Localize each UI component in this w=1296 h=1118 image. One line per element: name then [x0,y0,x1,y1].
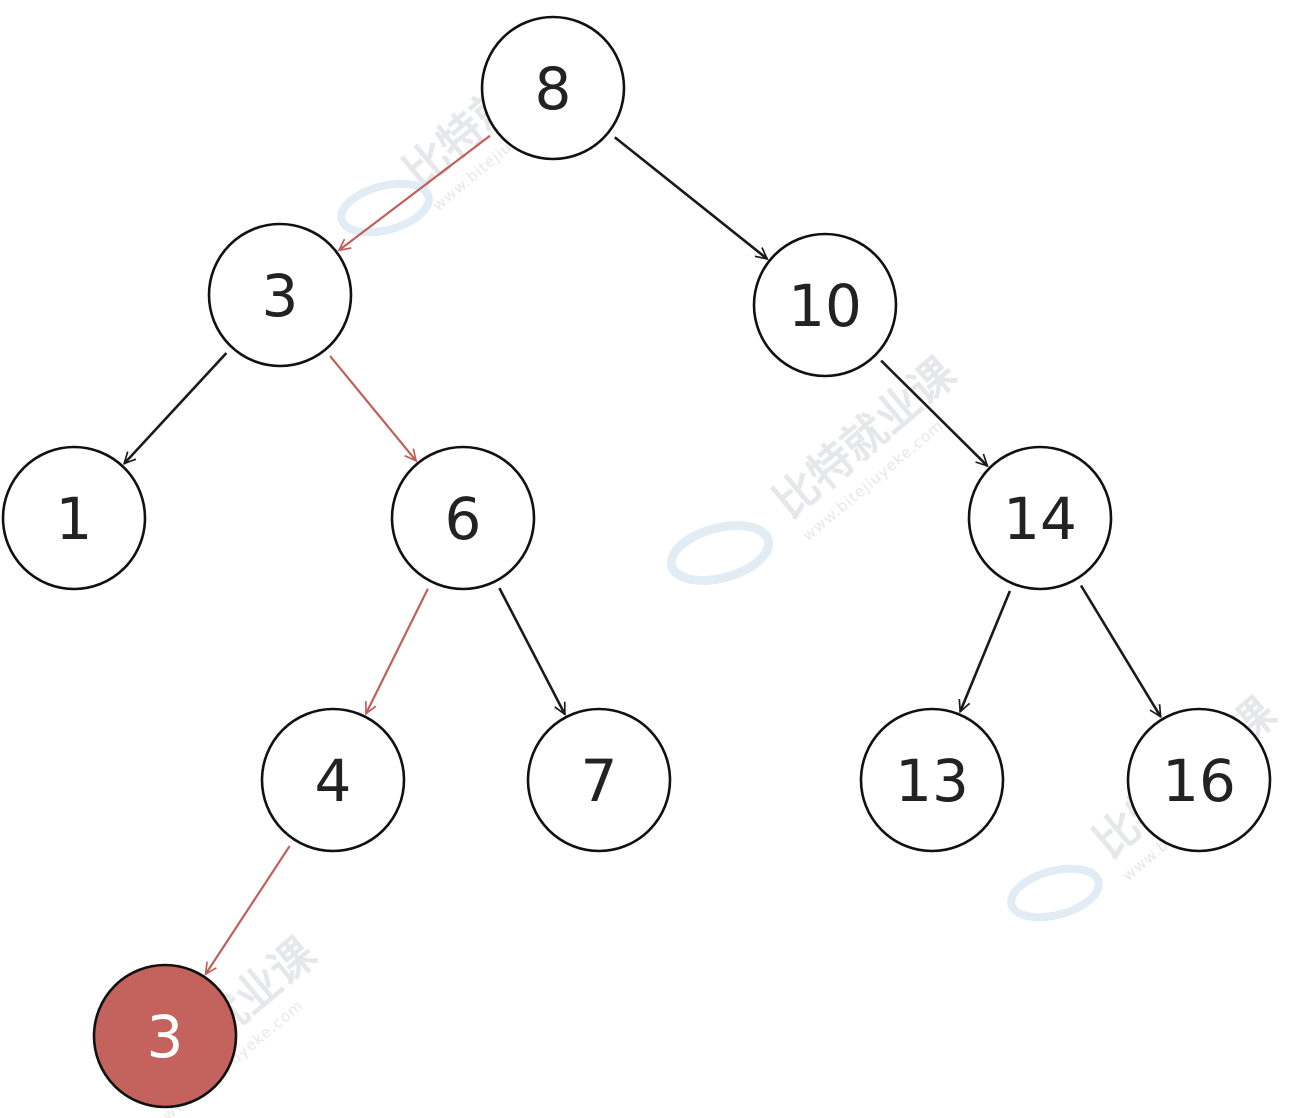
tree-node: 3 [207,222,353,368]
node-circle [967,445,1113,591]
node-circle [260,707,406,853]
tree-node: 1 [1,445,147,591]
watermark-logo [1007,864,1103,922]
node-label: 4 [315,747,352,815]
node-circle [480,15,626,161]
node-circle [526,707,672,853]
node-label: 14 [1003,485,1077,553]
node-circle [92,963,238,1109]
node-label: 6 [445,485,482,553]
tree-node: 7 [526,707,672,853]
edge-n3-to-n1 [124,352,228,464]
node-circle [859,707,1005,853]
edge-n4-to-n3new-search-path [206,845,291,974]
edge-n8-to-n3-search-path [339,134,491,251]
tree-node: 6 [390,445,536,591]
tree-node: 13 [859,707,1005,853]
edge-n3-to-n6-search-path [329,355,416,461]
node-label: 3 [147,1003,184,1071]
edge-n14-to-n13 [960,590,1012,712]
edge-n6-to-n7 [498,587,567,714]
node-label: 8 [535,55,572,123]
watermark-logo [666,521,774,585]
node-label: 1 [56,485,93,553]
node-circle [1126,707,1272,853]
tree-node: 16 [1126,707,1272,853]
edge-n6-to-n4-search-path [364,588,429,714]
tree-node: 10 [752,232,898,378]
watermark-layer: 比特就业课 www.bitejiuyeke.com 比特就业课 www.bite… [124,17,1286,1118]
node-label: 3 [262,262,299,330]
edges-layer [124,134,1162,974]
node-circle [207,222,353,368]
node-label: 7 [581,747,618,815]
edge-n8-to-n10 [613,136,767,259]
node-label: 10 [788,272,862,340]
node-circle [1,445,147,591]
node-circle [390,445,536,591]
edge-n14-to-n16 [1079,584,1162,717]
tree-node: 14 [967,445,1113,591]
tree-node: 4 [260,707,406,853]
watermark: 比特就业课 www.bitejiuyeke.com [764,347,966,544]
edge-n10-to-n14 [880,359,987,466]
node-label: 13 [895,747,969,815]
tree-node: 8 [480,15,626,161]
node-circle [752,232,898,378]
tree-node-inserted: 3 [92,963,238,1109]
watermark-logo [337,179,433,237]
node-label: 16 [1162,747,1236,815]
